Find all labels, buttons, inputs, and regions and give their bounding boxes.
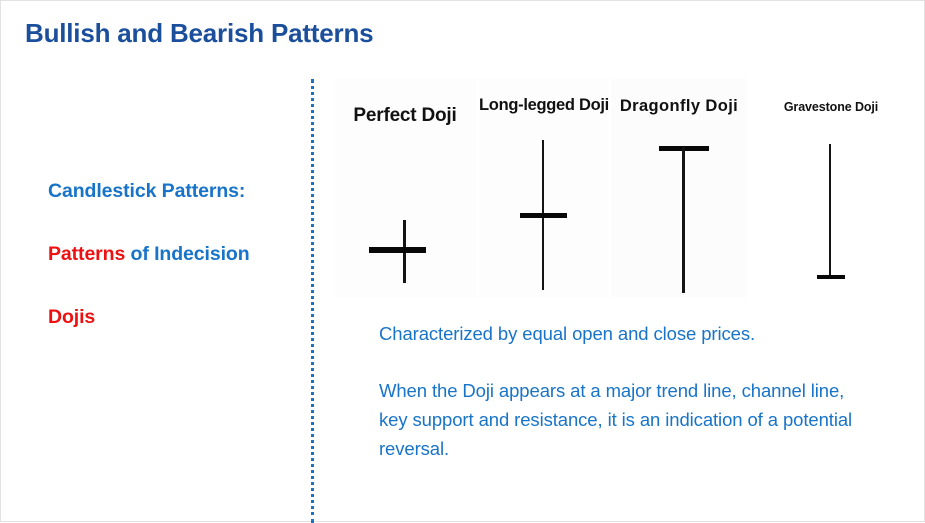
page-title: Bullish and Bearish Patterns [25,18,374,48]
doji-label-long-legged: Long-legged Doji [479,96,609,114]
candle-body-long-legged [520,213,567,218]
candle-body-perfect [369,247,426,253]
patterns-of-indecision-line: Patterns of Indecision [48,243,250,266]
doji-panel-gravestone: Gravestone Doji [749,79,913,297]
dojis-label: Dojis [48,306,96,328]
doji-label-gravestone: Gravestone Doji [783,100,879,114]
doji-panel-dragonfly: Dragonfly Doji [611,79,747,297]
description-paragraph-2: When the Doji appears at a major trend l… [379,380,853,459]
doji-diagram: Perfect Doji Long-legged Doji Dragonfly … [333,79,913,297]
doji-panel-long-legged: Long-legged Doji [479,79,609,297]
of-indecision-words: of Indecision [125,243,250,265]
candlestick-patterns-heading: Candlestick Patterns: [48,180,246,202]
description-paragraph-1: Characterized by equal open and close pr… [379,323,756,344]
doji-label-perfect: Perfect Doji [353,105,457,126]
patterns-word: Patterns [48,243,126,265]
candle-wick-gravestone [829,144,831,277]
candle-body-gravestone [817,275,845,279]
vertical-dotted-divider [311,79,314,523]
doji-label-dragonfly: Dragonfly Doji [619,97,739,115]
candle-wick-dragonfly [682,147,685,293]
doji-panel-perfect: Perfect Doji [333,79,477,297]
